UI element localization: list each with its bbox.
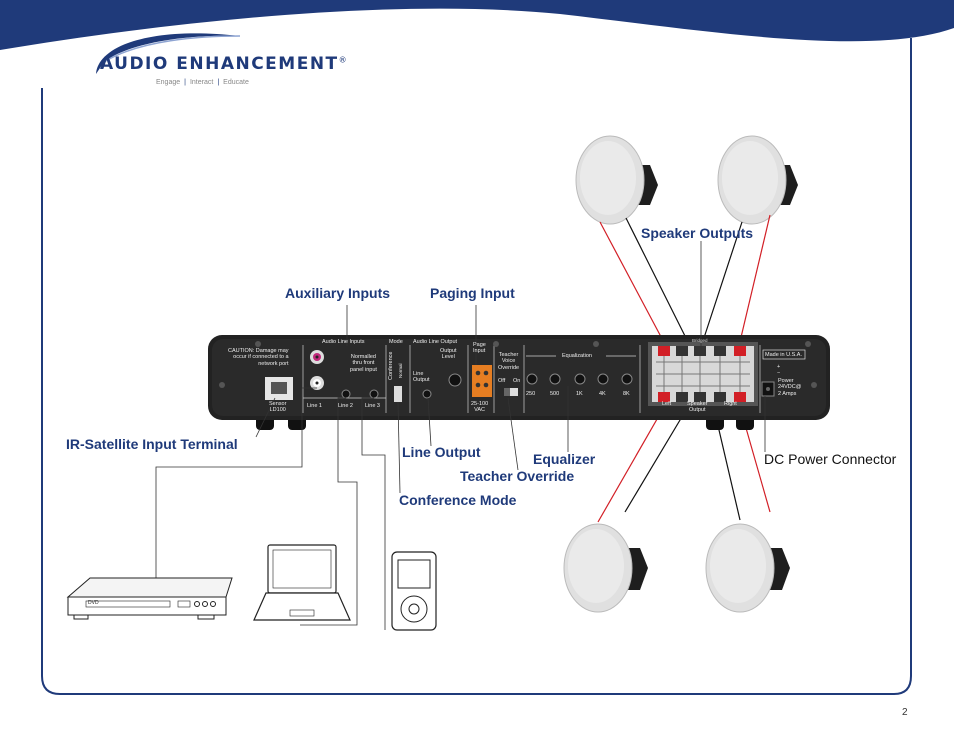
label-line-1: Line 1 — [307, 403, 322, 409]
label-off: Off — [498, 378, 506, 384]
brand-tagline: Engage|Interact|Educate — [156, 79, 249, 86]
label-page-input: Page Input — [473, 342, 486, 355]
label-audio-line-output: Audio Line Output — [413, 339, 458, 345]
page-number: 2 — [902, 707, 908, 718]
page-frame — [41, 38, 912, 695]
label-eq-8k: 8K — [623, 391, 630, 397]
label-equalization: Equalization — [562, 353, 592, 359]
label-on: On — [513, 378, 521, 384]
label-mode: Mode — [389, 339, 403, 345]
label-normal: Normal — [398, 363, 403, 378]
callout-paging-input: Paging Input — [430, 285, 515, 301]
callout-speaker-outputs: Speaker Outputs — [641, 225, 754, 241]
label-plus: + — [777, 364, 781, 370]
label-caution: CAUTION: Damage may occur if connected t… — [228, 348, 289, 367]
label-line-3: Line 3 — [365, 403, 380, 409]
label-teacher-voice-override: Teacher Voice Override — [498, 352, 520, 371]
laptop — [253, 544, 351, 621]
label-made-in-usa: Made in U.S.A. — [765, 352, 802, 358]
speaker-top-left — [575, 135, 658, 225]
label-bridged: Bridged — [692, 338, 708, 343]
label-eq-500: 500 — [550, 391, 560, 397]
label-conference: Conference — [388, 351, 394, 380]
speaker-top-right — [717, 135, 798, 225]
dvd-label: DVD — [88, 600, 99, 606]
tagline-educate: Educate — [223, 79, 249, 86]
callout-line-output: Line Output — [402, 444, 481, 460]
callout-equalizer: Equalizer — [533, 451, 596, 467]
label-right: Right — [724, 401, 737, 407]
header-wave — [0, 0, 954, 50]
callout-auxiliary-inputs: Auxiliary Inputs — [285, 285, 391, 301]
logo-swoosh — [96, 33, 240, 74]
speaker-bottom-left — [563, 523, 648, 613]
brand-name: AUDIO ENHANCEMENT — [100, 54, 339, 74]
callout-leaders — [255, 241, 766, 494]
label-minus: − — [777, 370, 781, 376]
tagline-engage: Engage — [156, 79, 181, 86]
label-normalled: Normalled thru front panel input — [350, 354, 377, 373]
label-line-output-panel: Line Output — [413, 371, 430, 384]
callout-ir-satellite: IR-Satellite Input Terminal — [66, 436, 238, 452]
media-player — [391, 551, 437, 631]
label-audio-line-inputs: Audio Line Inputs — [322, 339, 365, 345]
callout-conference-mode: Conference Mode — [399, 492, 517, 508]
tagline-interact: Interact — [189, 79, 214, 86]
label-power: Power 24VDC@ 2 Amps — [778, 378, 802, 397]
source-cables — [155, 387, 386, 630]
callout-dc-power: DC Power Connector — [764, 451, 897, 467]
label-eq-4k: 4K — [599, 391, 606, 397]
registered-mark: ® — [338, 55, 349, 65]
label-vac: 25-100 VAC — [471, 401, 489, 414]
label-eq-250: 250 — [526, 391, 536, 397]
dvd-player — [66, 577, 233, 620]
callout-teacher-override: Teacher Override — [460, 468, 575, 484]
label-line-2: Line 2 — [338, 403, 353, 409]
label-sensor: Sensor LD100 — [269, 401, 287, 414]
brand-logo: AUDIO ENHANCEMENT® — [100, 54, 348, 74]
amplifier-rear-panel — [208, 335, 830, 430]
label-left: Left — [662, 401, 672, 407]
label-speaker-output: Speaker Output — [687, 401, 708, 414]
speaker-bottom-right — [705, 523, 790, 613]
label-eq-1k: 1K — [576, 391, 583, 397]
label-output-level: Output Level — [440, 348, 457, 361]
